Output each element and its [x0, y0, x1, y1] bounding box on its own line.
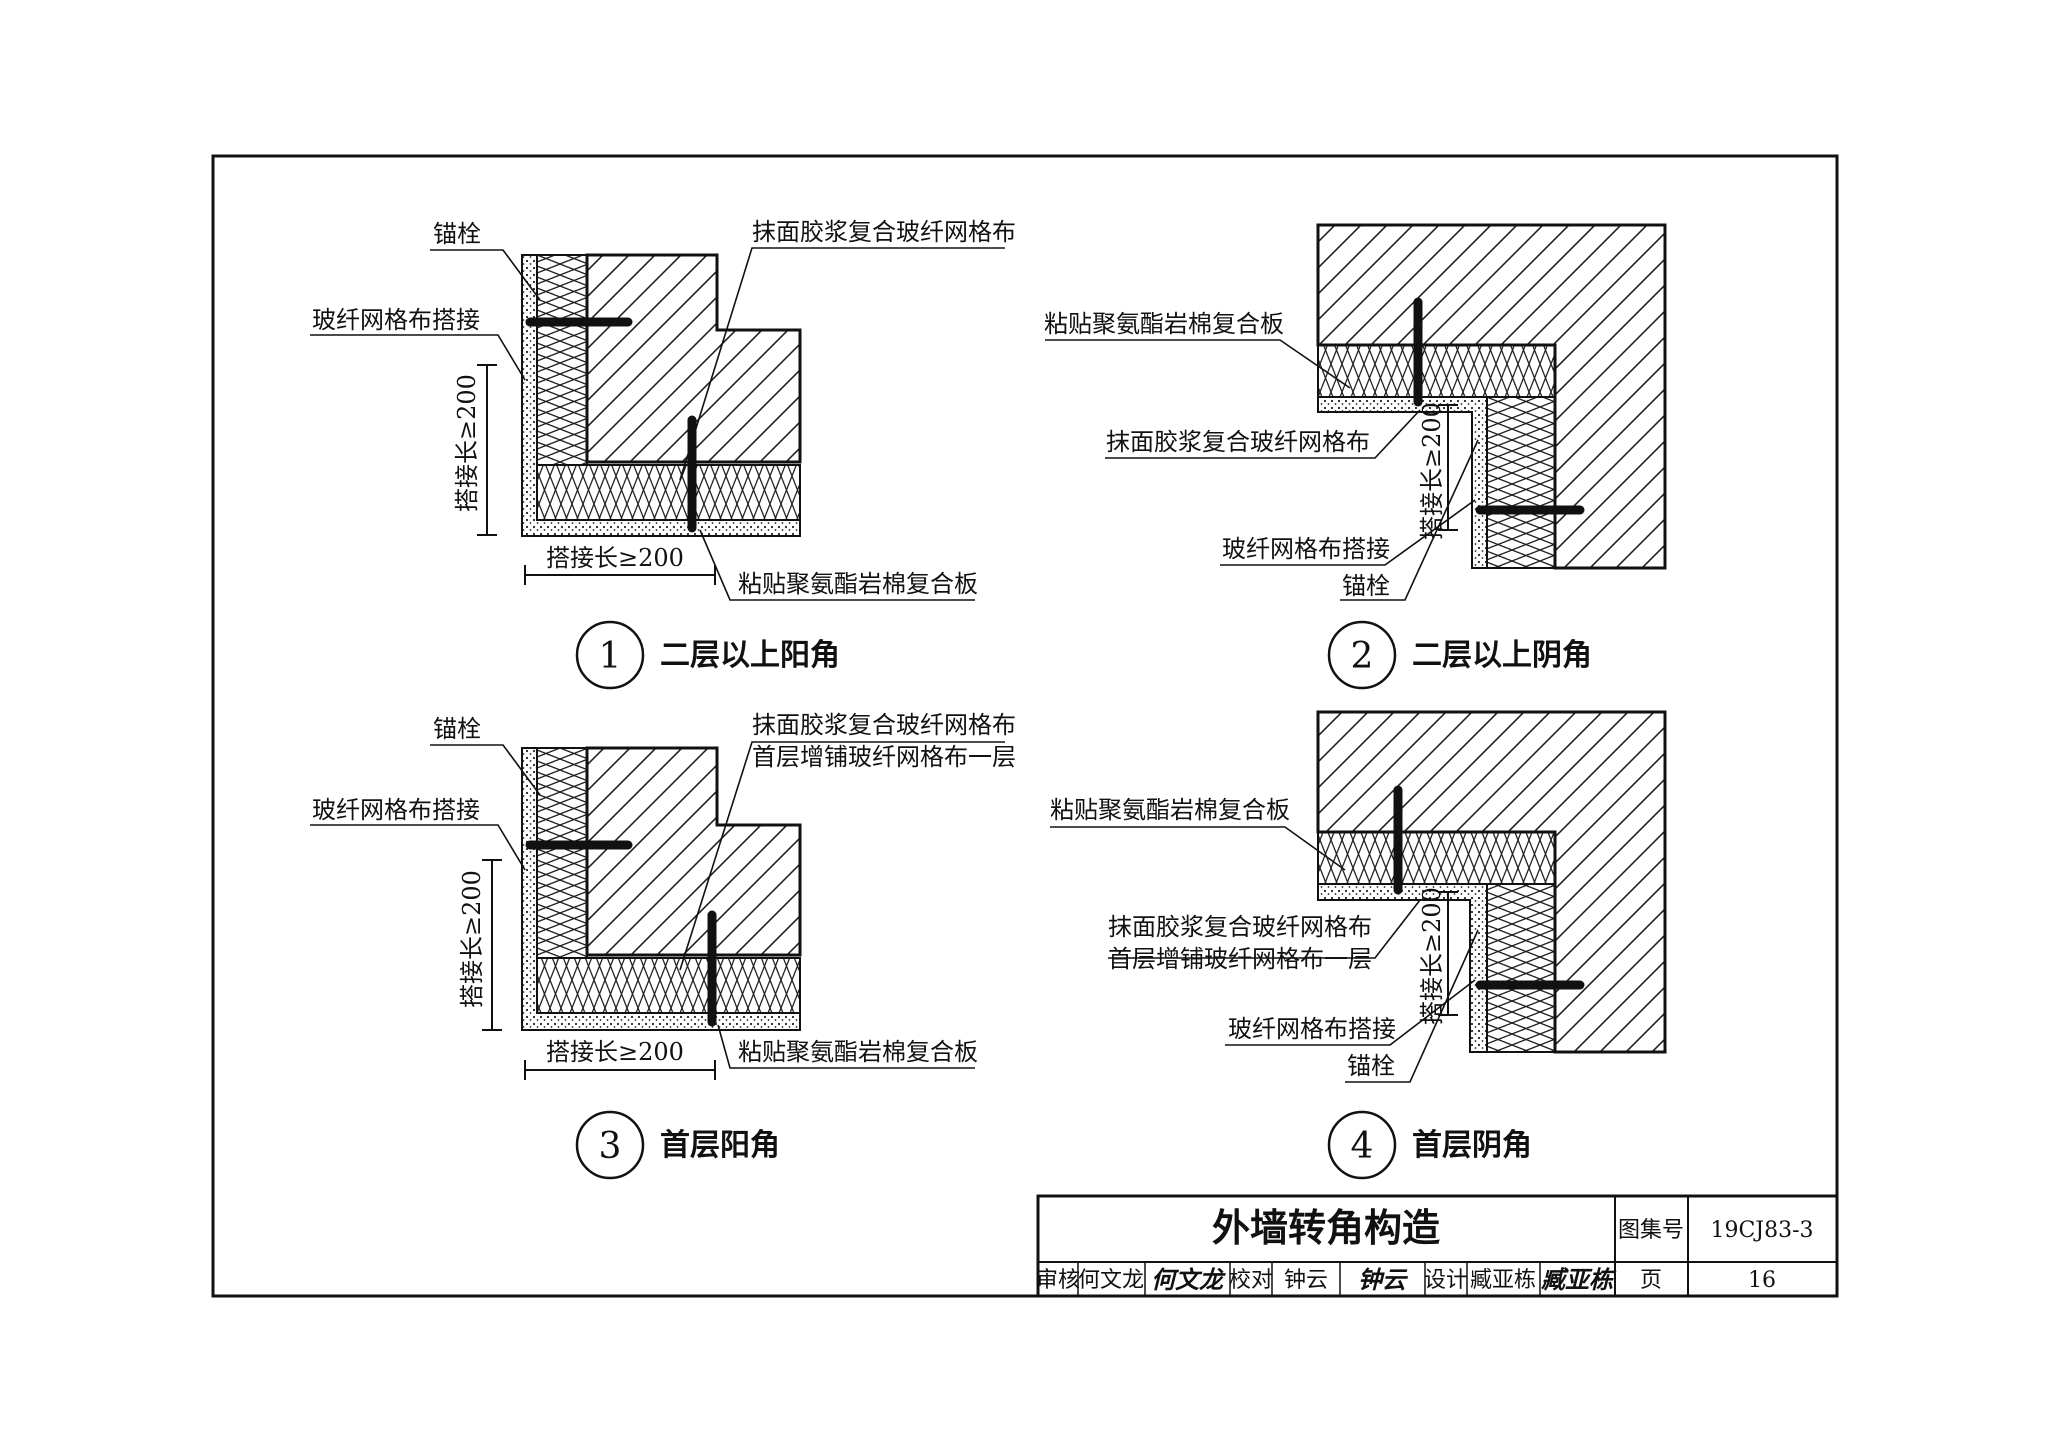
plaster-layer	[1317, 883, 1488, 1053]
insulation-board	[536, 464, 801, 521]
insulation-board	[1317, 831, 1556, 885]
check-name: 钟云	[1284, 1268, 1328, 1293]
leader-line	[310, 824, 526, 871]
design-label: 设计	[1424, 1268, 1468, 1293]
review-signature: 何文龙	[1151, 1265, 1226, 1294]
plaster-layer	[521, 254, 801, 537]
leader-line	[1108, 899, 1421, 959]
detail-number: 1	[599, 636, 622, 677]
leader-line	[699, 529, 975, 601]
check-signature: 钟云	[1358, 1265, 1409, 1294]
leader-line	[310, 334, 526, 381]
detail-1: 锚栓 玻纤网格布搭接 抹面胶浆复合玻纤网格布 搭接长≥200 搭接长≥200 粘…	[310, 218, 1016, 690]
leader-line	[679, 247, 1005, 481]
label-plaster: 抹面胶浆复合玻纤网格布	[752, 711, 1016, 739]
label-plaster: 抹面胶浆复合玻纤网格布	[752, 218, 1016, 246]
design-signature: 臧亚栋	[1541, 1265, 1617, 1294]
atlas-number: 19CJ83-3	[1710, 1218, 1813, 1243]
detail-number-circle	[1327, 1110, 1397, 1180]
label-mesh-lap: 玻纤网格布搭接	[1222, 535, 1390, 563]
drawing-title: 外墙转角构造	[1212, 1205, 1440, 1250]
detail-caption: 首层阴角	[1412, 1128, 1532, 1163]
detail-number: 4	[1351, 1126, 1374, 1167]
insulation-board	[1317, 344, 1556, 398]
leader-line	[1340, 439, 1479, 601]
label-board: 粘贴聚氨酯岩棉复合板	[738, 570, 978, 598]
insulation-board	[1486, 396, 1556, 569]
leader-line	[1220, 499, 1476, 566]
leader-line	[1105, 409, 1421, 459]
insulation-board	[536, 957, 801, 1014]
label-mesh-lap: 玻纤网格布搭接	[1228, 1015, 1396, 1043]
detail-2: 粘贴聚氨酯岩棉复合板 抹面胶浆复合玻纤网格布 搭接长≥200 玻纤网格布搭接 锚…	[1044, 223, 1667, 690]
label-anchor: 锚栓	[433, 220, 481, 248]
detail-3: 锚栓 玻纤网格布搭接 抹面胶浆复合玻纤网格布 首层增铺玻纤网格布一层 搭接长≥2…	[310, 711, 1016, 1180]
label-mesh-lap: 玻纤网格布搭接	[312, 796, 480, 824]
insulation-board	[536, 747, 588, 959]
label-board: 粘贴聚氨酯岩棉复合板	[738, 1038, 978, 1066]
detail-number-circle	[575, 620, 645, 690]
label-mesh-lap: 玻纤网格布搭接	[312, 306, 480, 334]
detail-number-circle	[1327, 620, 1397, 690]
leader-line	[717, 1024, 975, 1069]
detail-4: 粘贴聚氨酯岩棉复合板 抹面胶浆复合玻纤网格布 首层增铺玻纤网格布一层 搭接长≥2…	[1050, 710, 1667, 1180]
label-lap-vertical: 搭接长≥200	[453, 374, 481, 512]
label-anchor: 锚栓	[433, 715, 481, 743]
label-lap-vertical: 搭接长≥200	[1418, 887, 1446, 1025]
leader-line	[430, 249, 541, 301]
label-anchor: 锚栓	[1342, 572, 1390, 600]
leader-line	[430, 744, 541, 796]
sheet-border	[211, 154, 1839, 1298]
review-label: 审核	[1036, 1268, 1080, 1293]
review-name: 何文龙	[1078, 1268, 1144, 1293]
leader-line	[1050, 826, 1346, 871]
title-block-frame	[1036, 1194, 1839, 1298]
insulation-board	[1486, 883, 1556, 1053]
check-label: 校对	[1229, 1268, 1273, 1293]
design-name: 臧亚栋	[1470, 1268, 1536, 1293]
page-label: 页	[1640, 1268, 1662, 1293]
label-lap-vertical: 搭接长≥200	[458, 870, 486, 1008]
detail-number: 2	[1351, 636, 1374, 677]
label-lap-horizontal: 搭接长≥200	[546, 544, 684, 572]
detail-number: 3	[599, 1126, 622, 1167]
atlas-label: 图集号	[1618, 1218, 1684, 1243]
detail-caption: 二层以上阴角	[1412, 638, 1592, 673]
label-anchor: 锚栓	[1347, 1052, 1395, 1080]
label-board: 粘贴聚氨酯岩棉复合板	[1050, 796, 1290, 824]
label-plaster: 抹面胶浆复合玻纤网格布	[1108, 913, 1372, 941]
detail-caption: 二层以上阳角	[660, 638, 840, 673]
label-lap-horizontal: 搭接长≥200	[546, 1038, 684, 1066]
label-extra-mesh: 首层增铺玻纤网格布一层	[1108, 945, 1372, 973]
title-block: 外墙转角构造 图集号 19CJ83-3 页 16 审核 何文龙 何文龙 校对 钟…	[1036, 1194, 1839, 1298]
leader-line	[679, 741, 1005, 971]
plaster-layer	[521, 747, 801, 1031]
leader-line	[1345, 929, 1479, 1083]
detail-caption: 首层阳角	[660, 1128, 780, 1163]
label-board: 粘贴聚氨酯岩棉复合板	[1044, 310, 1284, 338]
insulation-board	[536, 254, 588, 466]
label-extra-mesh: 首层增铺玻纤网格布一层	[752, 743, 1016, 771]
label-lap-vertical: 搭接长≥200	[1418, 402, 1446, 540]
label-plaster: 抹面胶浆复合玻纤网格布	[1106, 428, 1370, 456]
concrete-wall	[585, 746, 802, 957]
leader-line	[1045, 339, 1351, 389]
plaster-layer	[1317, 396, 1488, 569]
detail-number-circle	[575, 1110, 645, 1180]
page-number: 16	[1748, 1268, 1776, 1293]
